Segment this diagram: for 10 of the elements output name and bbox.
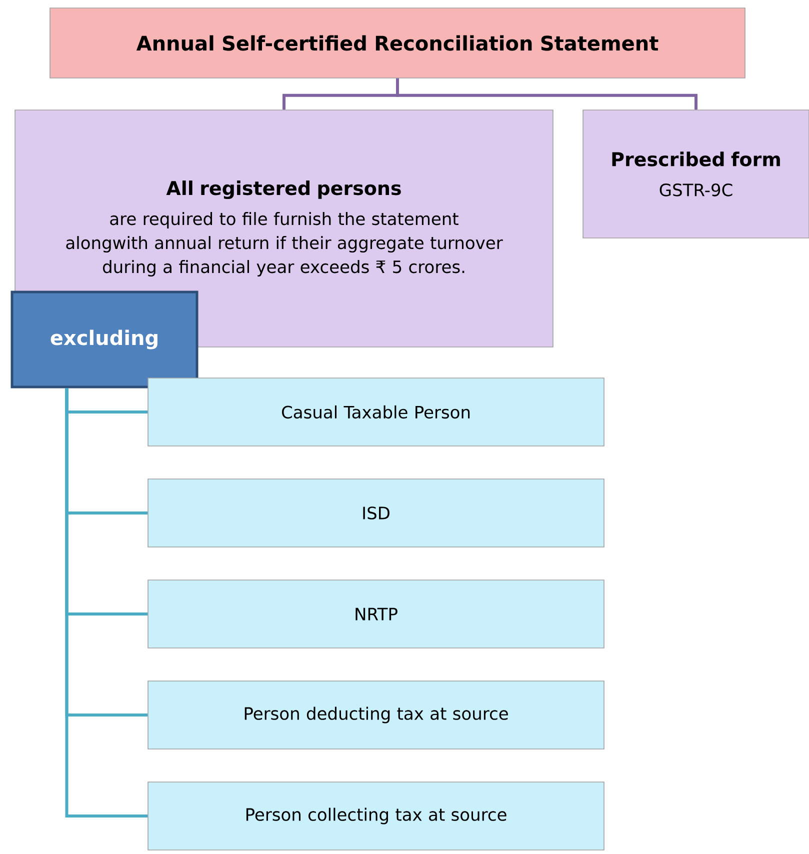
form-box: Prescribed form GSTR-9C <box>582 110 809 238</box>
category-box: NRTP <box>148 580 604 648</box>
category-box: Person collecting tax at source <box>148 782 604 850</box>
category-box: Casual Taxable Person <box>148 378 604 446</box>
connector-line <box>65 388 148 818</box>
title-box: Annual Self-certified Reconciliation Statement <box>50 8 746 78</box>
category-box: Person deducting tax at source <box>148 680 604 750</box>
excluding-box: excluding <box>10 290 198 388</box>
category-box: ISD <box>148 478 604 548</box>
connector-line <box>396 78 698 110</box>
